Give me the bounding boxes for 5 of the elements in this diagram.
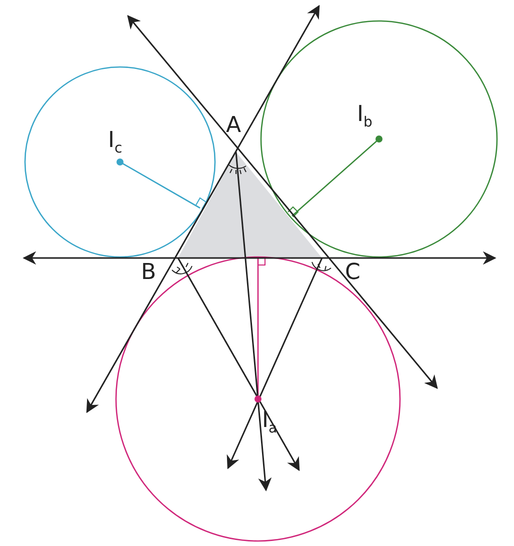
point-label: A (226, 115, 242, 137)
point-label: I$_{b}$ (357, 104, 372, 130)
point-label: B (141, 262, 156, 284)
point-label: I$_{c}$ (108, 130, 122, 156)
point-label: C (345, 262, 360, 284)
